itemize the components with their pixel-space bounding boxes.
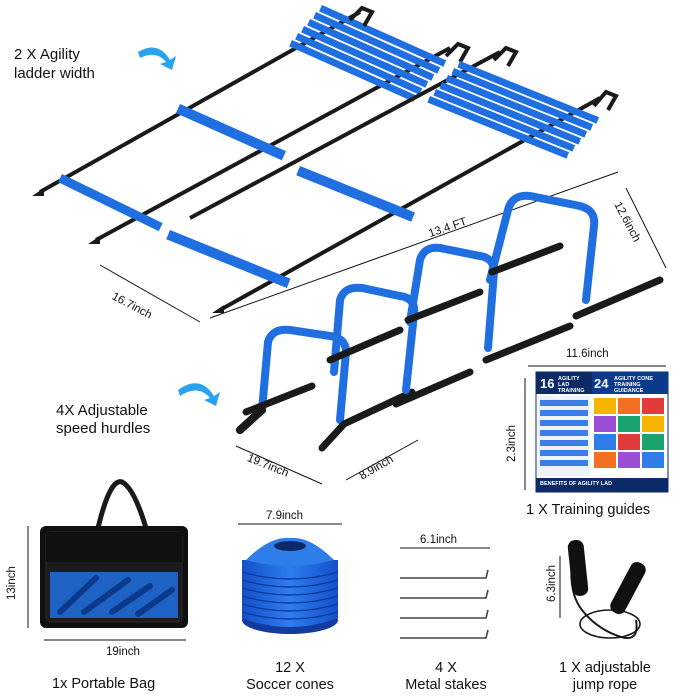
cones-caption-line-1: 12 X	[275, 660, 305, 676]
rope-caption-line-1: 1 X adjustable	[559, 660, 651, 676]
poster-left-number: 16	[540, 376, 555, 391]
stakes-caption-line-2: Metal stakes	[405, 677, 487, 693]
rope-length-dimension: 6.3inch	[546, 564, 558, 602]
training-guide-poster	[535, 371, 669, 493]
agility-ladder-1	[32, 4, 471, 244]
arrow-icon	[138, 47, 176, 70]
poster-right-number: 24	[594, 376, 609, 391]
stake-width-dimension: 6.1inch	[420, 534, 458, 546]
poster-right-title: AGILITY CONE TRAINING GUIDANCE	[614, 376, 654, 394]
ladder-label-line-2: ladder width	[14, 65, 95, 82]
rope-caption-line-2: jump rope	[572, 677, 638, 693]
jump-rope	[567, 540, 646, 639]
guide-width-dimension: 11.6inch	[566, 348, 609, 360]
metal-stakes	[400, 569, 489, 639]
ladder-2-rung-stack	[427, 61, 600, 159]
soccer-cones-stack	[241, 537, 339, 634]
poster-left-title: AGILITY LAD TRAINING GU	[558, 376, 585, 400]
speed-hurdles	[236, 191, 664, 452]
hurdles-label-line-1: 4X Adjustable	[56, 402, 148, 419]
arrow-icon	[178, 383, 220, 406]
hurdles-label-line-2: speed hurdles	[56, 420, 151, 437]
guides-caption: 1 X Training guides	[526, 502, 651, 518]
ladder-label-line-1: 2 X Agility	[14, 46, 80, 63]
bag-height-dimension: 13inch	[6, 566, 18, 600]
agility-ladder-2	[166, 45, 619, 313]
guide-height-dimension: 2.3inch	[506, 424, 518, 462]
bag-caption: 1x Portable Bag	[52, 676, 156, 692]
poster-footer: BENEFITS OF AGILITY LAD	[540, 481, 613, 487]
cones-caption-line-2: Soccer cones	[246, 677, 334, 693]
bag-width-dimension: 19inch	[106, 646, 140, 658]
stakes-caption-line-1: 4 X	[435, 660, 457, 676]
cone-width-dimension: 7.9inch	[266, 510, 304, 522]
portable-bag	[40, 479, 188, 628]
